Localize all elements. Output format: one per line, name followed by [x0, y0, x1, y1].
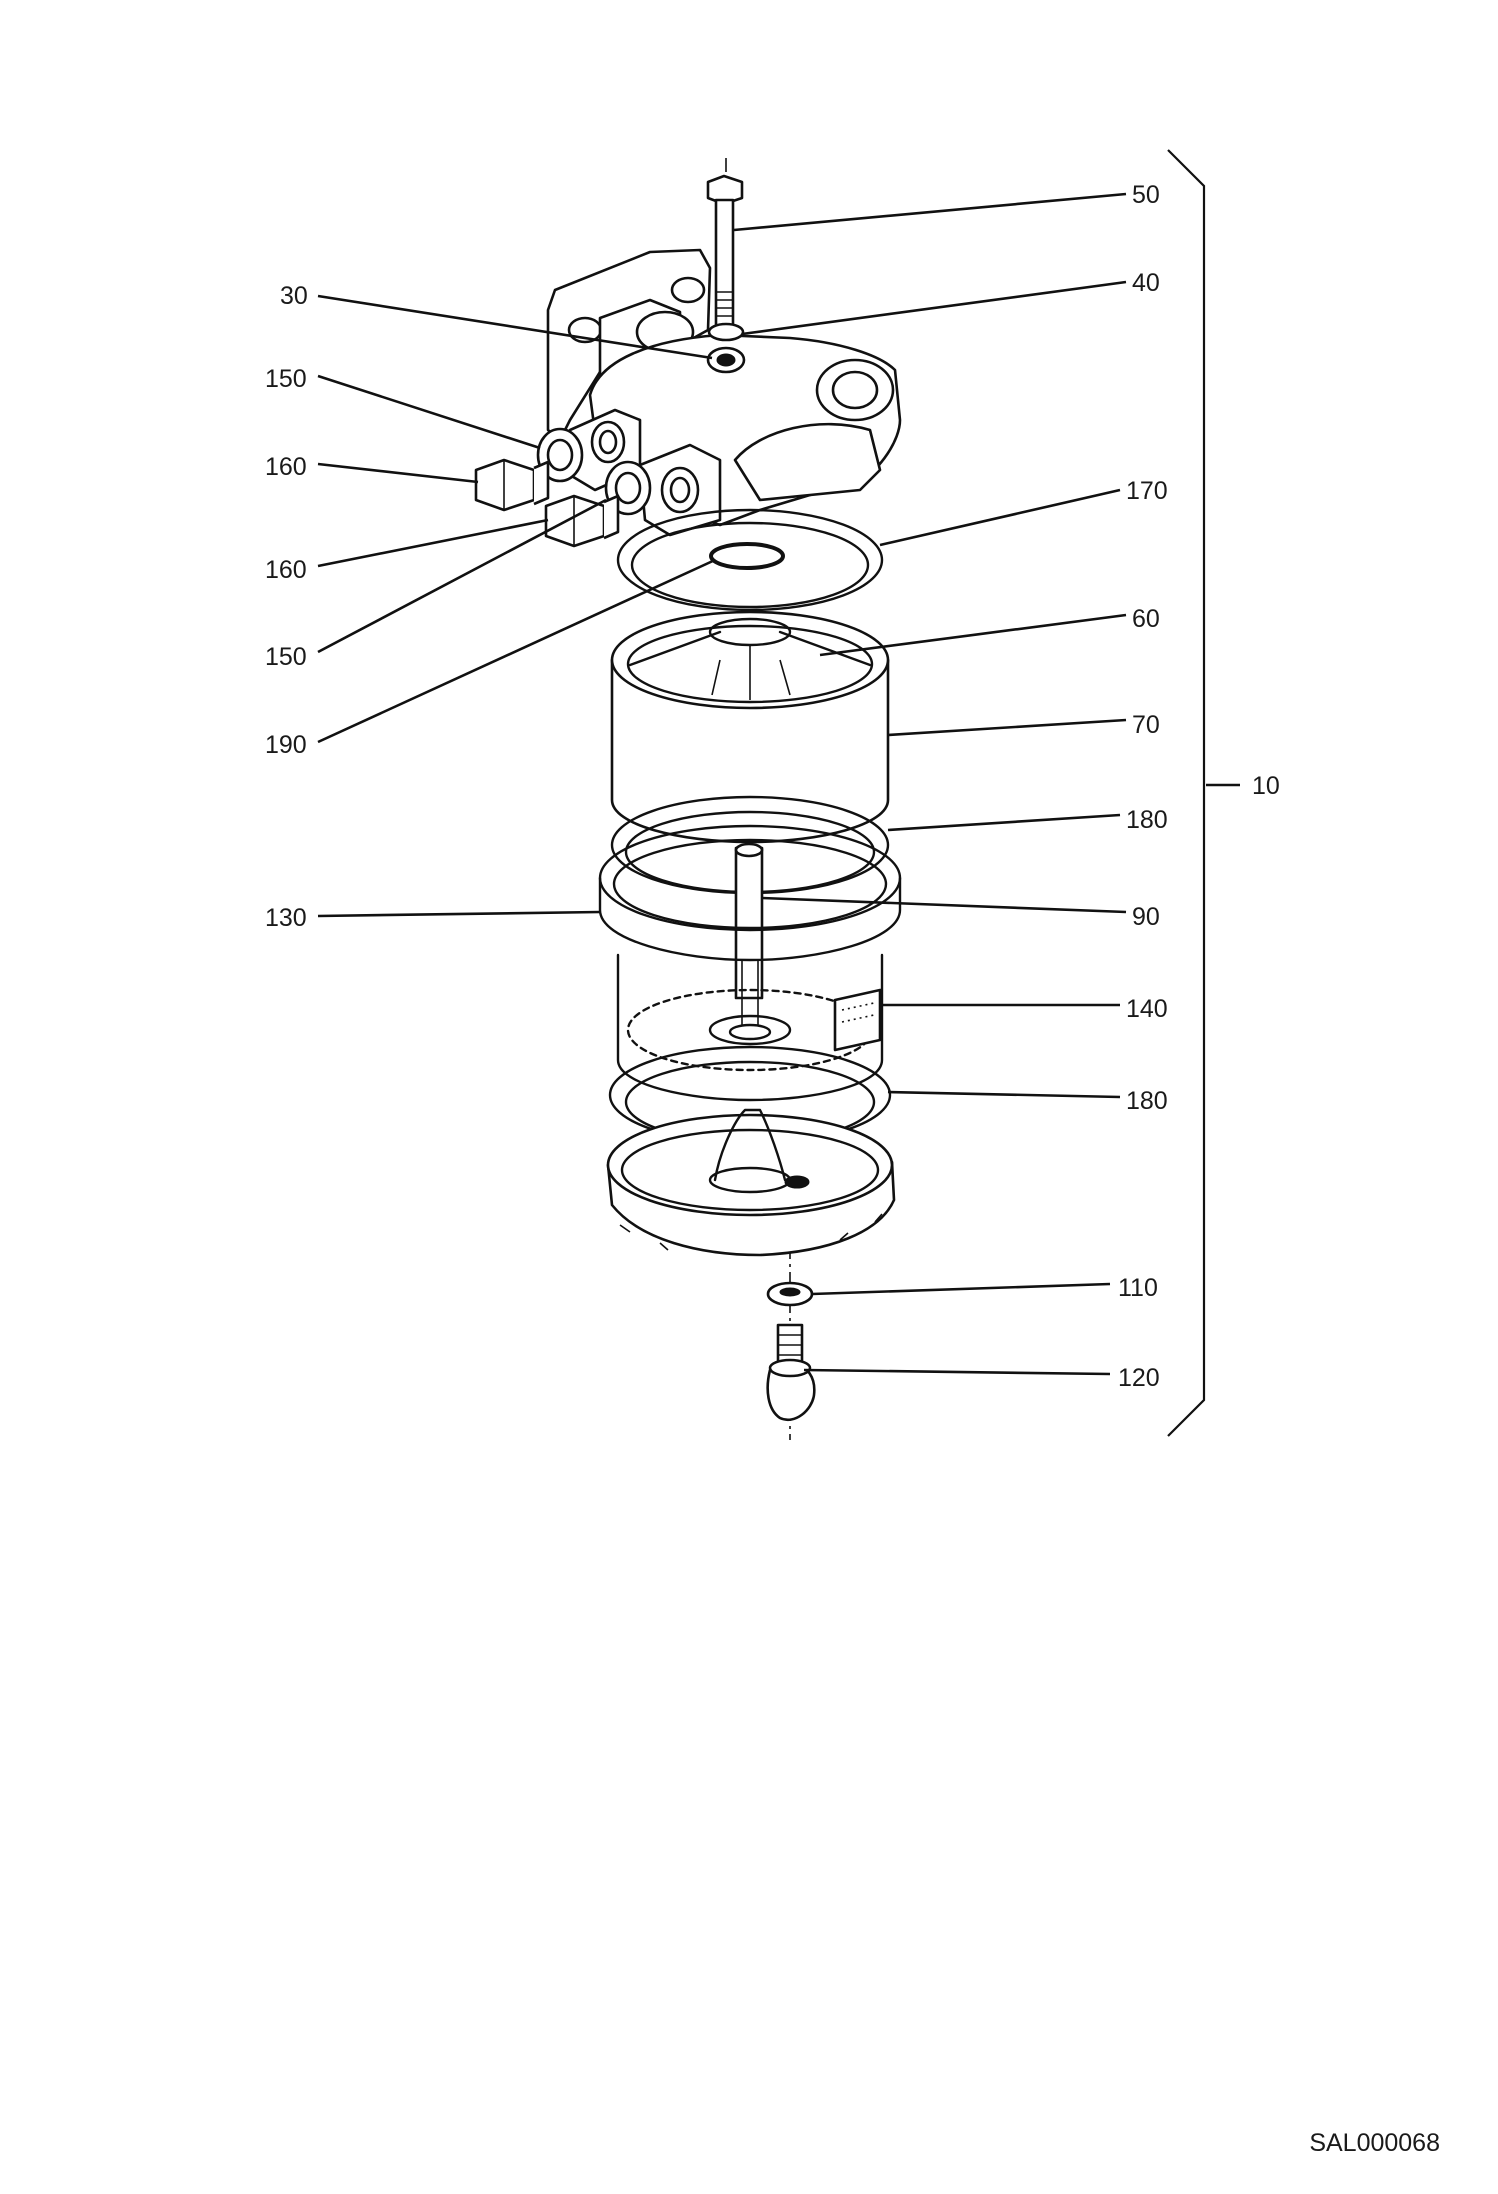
- part-130-bowl-ring: [598, 824, 902, 962]
- part-120-drain-screw: [766, 1323, 816, 1421]
- part-190-o-ring: [709, 542, 785, 570]
- callout-130: 130: [265, 904, 307, 932]
- part-150-washer-lower: [604, 460, 652, 516]
- callout-110: 110: [1118, 1274, 1158, 1302]
- callout-120: 120: [1118, 1364, 1160, 1392]
- callout-180-lower: 180: [1126, 1087, 1168, 1115]
- callout-170: 170: [1126, 477, 1168, 505]
- callout-180-upper: 180: [1126, 806, 1168, 834]
- part-110-washer: [766, 1281, 814, 1307]
- part-160-plug-upper: [474, 458, 550, 512]
- part-50-bolt: [706, 174, 744, 330]
- part-160-plug-lower: [544, 494, 620, 548]
- callout-70: 70: [1132, 711, 1160, 739]
- callout-190: 190: [265, 731, 307, 759]
- filter-base: [606, 1108, 896, 1257]
- drawing-id: SAL000068: [1309, 2129, 1440, 2157]
- part-40-washer: [707, 322, 745, 342]
- callout-10: 10: [1252, 772, 1280, 800]
- leader-lines: [317, 192, 1240, 1376]
- callout-150-lower: 150: [265, 643, 307, 671]
- filter-bowl: [616, 953, 884, 1102]
- callout-40: 40: [1132, 269, 1160, 297]
- callout-140: 140: [1126, 995, 1168, 1023]
- callout-160-upper: 160: [265, 453, 307, 481]
- callout-30: 30: [280, 282, 308, 310]
- callout-150-upper: 150: [265, 365, 307, 393]
- part-170-gasket: [616, 508, 884, 612]
- callout-50: 50: [1132, 181, 1160, 209]
- assembly-bracket: [1167, 149, 1206, 1437]
- callout-160-lower: 160: [265, 556, 307, 584]
- callout-60: 60: [1132, 605, 1160, 633]
- callout-90: 90: [1132, 903, 1160, 931]
- part-60-element-cone: [628, 617, 872, 700]
- part-140-label: [833, 988, 882, 1052]
